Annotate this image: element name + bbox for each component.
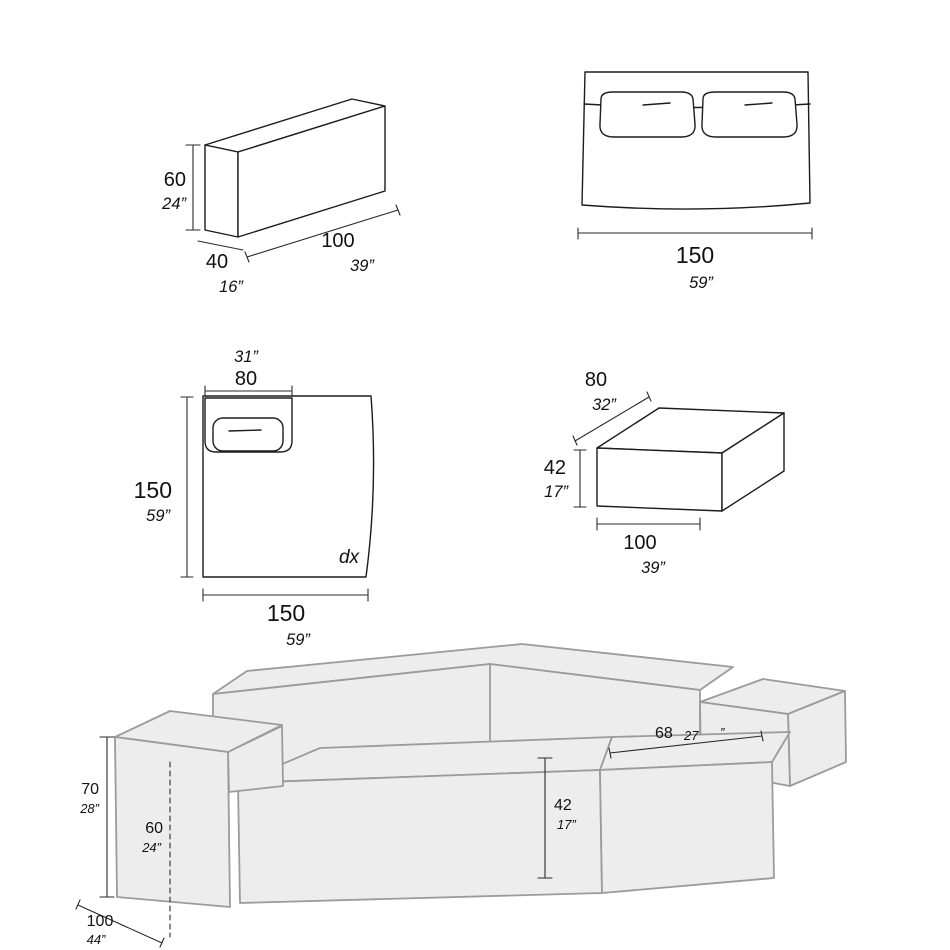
height-dimension-line — [185, 144, 201, 231]
depth-dimension-line — [180, 396, 194, 578]
seat-height-inch-label: 17” — [557, 817, 576, 832]
left-cushion-outline — [599, 91, 696, 138]
depth-inch-label: 16” — [219, 278, 244, 296]
back-cushion-plan — [212, 417, 284, 452]
width-cm-label: 150 — [267, 600, 305, 626]
length-dimension-line — [244, 204, 401, 263]
height-inch-label: 17” — [544, 483, 569, 501]
seat-depth-inch-label: 27 — [683, 728, 699, 743]
depth-cm-label: 150 — [134, 477, 172, 503]
left-seat-front-face — [237, 769, 603, 904]
left-arm-front-face — [114, 736, 231, 908]
depth-dimension-line — [572, 391, 652, 446]
arm-height-inch-label: 24” — [141, 840, 161, 855]
pouf-3d-diagram: 80 32” 42 17” 100 39” — [544, 369, 785, 577]
variant-label: dx — [339, 547, 361, 568]
seat-front-view-diagram: 150 59” — [577, 71, 813, 292]
width-dimension-line — [202, 588, 369, 602]
back-cushion-cm-label: 80 — [235, 368, 257, 390]
back-cushion-left-face — [204, 144, 239, 238]
seat-depth-dimension-line — [608, 730, 764, 759]
right-cushion-stitch-line — [744, 102, 773, 106]
length-cm-label: 100 — [321, 230, 354, 252]
depth-dimension-line — [197, 240, 244, 251]
arm-height-cm-label: 60 — [145, 820, 163, 837]
back-cushion-front-face — [237, 105, 386, 238]
overall-depth-cm-label: 100 — [87, 913, 114, 930]
width-cm-label: 150 — [676, 242, 714, 268]
length-dimension-line — [596, 517, 701, 531]
height-dimension-line — [573, 449, 587, 508]
right-seat-front-face — [599, 761, 775, 894]
sofa-overview-diagram: 70 28” 60 24” 100 44” 42 17” 68 27 ” — [75, 643, 847, 948]
pouf-side-face — [721, 412, 785, 512]
pouf-front-face — [596, 447, 723, 512]
seat-plan-view-diagram: 31” 80 150 59” 150 59” dx — [134, 348, 375, 649]
overall-height-cm-label: 70 — [81, 781, 99, 798]
back-cushion-dimension-line — [204, 385, 293, 397]
length-cm-label: 100 — [623, 532, 656, 554]
height-cm-label: 42 — [544, 457, 566, 479]
depth-cm-label: 80 — [585, 369, 607, 391]
width-inch-label: 59” — [689, 274, 714, 292]
back-cushion-stitch-line — [228, 429, 262, 432]
seat-height-cm-label: 42 — [554, 797, 572, 814]
height-cm-label: 60 — [164, 169, 186, 191]
right-cushion-outline — [701, 91, 798, 138]
width-dimension-line — [577, 227, 813, 240]
overall-height-inch-label: 28” — [79, 801, 99, 816]
depth-inch-label: 59” — [146, 507, 171, 525]
back-cushion-inch-label: 31” — [234, 348, 259, 366]
depth-inch-label: 32” — [592, 396, 617, 414]
left-cushion-stitch-line — [642, 102, 671, 106]
height-inch-label: 24” — [161, 195, 187, 213]
seat-height-dimension-line — [537, 757, 553, 879]
length-inch-label: 39” — [350, 257, 375, 275]
overall-height-dimension-line — [99, 736, 115, 898]
seat-depth-cm-label: 68 — [655, 725, 673, 742]
depth-cm-label: 40 — [206, 251, 228, 273]
overall-depth-dimension-line — [75, 899, 165, 948]
length-inch-label: 39” — [641, 559, 666, 577]
width-inch-label: 59” — [286, 631, 311, 649]
overall-depth-inch-label: 44” — [87, 932, 106, 947]
seat-depth-inch-mark: ” — [720, 725, 725, 740]
back-cushion-3d-diagram: 60 24” 40 16” 100 39” — [161, 98, 401, 296]
